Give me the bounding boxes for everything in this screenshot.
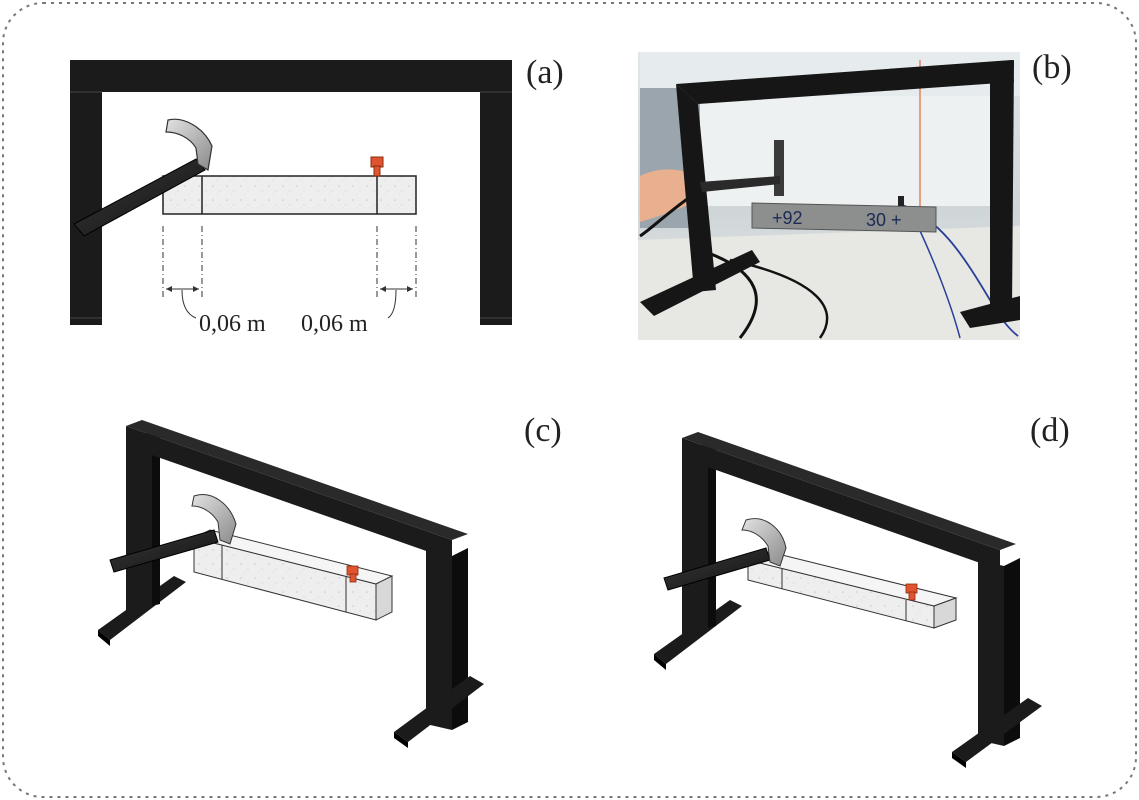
hammer-3d xyxy=(109,494,237,573)
dimension-markers xyxy=(162,226,417,319)
panel-label-c: (c) xyxy=(524,412,562,449)
test-frame-3d xyxy=(654,432,1042,768)
concrete-beam-3d xyxy=(746,551,958,629)
concrete-beam-3d xyxy=(192,529,394,621)
concrete-beam xyxy=(162,175,417,215)
panel-label-b: (b) xyxy=(1032,49,1072,86)
dimension-right-label: 0,06 m xyxy=(301,311,368,337)
panel-a: 0,06 m 0,06 m (a) xyxy=(70,54,564,337)
panel-d: (d) xyxy=(654,412,1070,768)
panel-label-a: (a) xyxy=(526,54,564,91)
test-frame xyxy=(70,60,512,325)
panel-label-d: (d) xyxy=(1030,412,1070,449)
accelerometer-sensor-3d xyxy=(346,565,359,583)
panel-c: (c) xyxy=(98,412,562,748)
accelerometer-sensor-3d xyxy=(905,583,918,601)
accelerometer-sensor xyxy=(370,156,384,177)
beam-mark-right: 30 + xyxy=(866,210,902,230)
panel-b: +92 30 + (b) xyxy=(638,49,1072,340)
hammer-3d xyxy=(663,518,787,591)
beam-mark-left: +92 xyxy=(772,208,803,228)
lab-photo xyxy=(638,52,1020,340)
dimension-left-label: 0,06 m xyxy=(199,311,266,337)
hammer xyxy=(73,118,213,237)
